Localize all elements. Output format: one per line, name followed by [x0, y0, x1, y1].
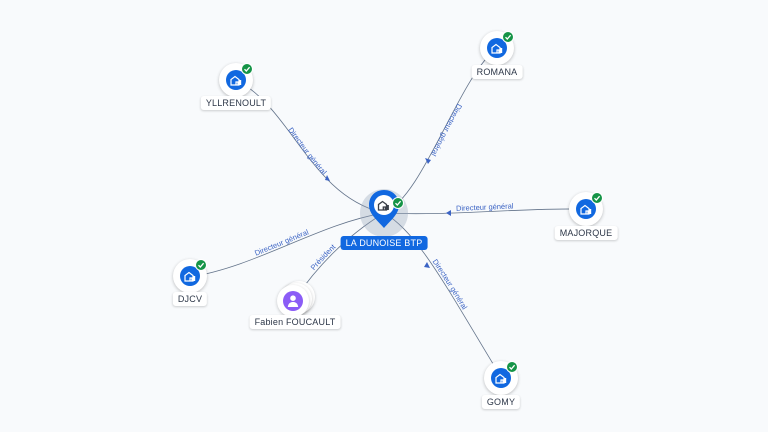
company-node-yllrenoult[interactable]: [214, 58, 258, 102]
verified-check-icon: [502, 31, 514, 43]
company-node-djcv[interactable]: [168, 254, 212, 298]
arrow-icon: [325, 175, 330, 181]
arrow-icon: [425, 158, 431, 164]
building-icon: [226, 70, 246, 90]
edge-label-majorque: Directeur général: [456, 201, 514, 212]
building-icon: [377, 200, 389, 211]
verified-check-icon: [591, 192, 603, 204]
building-icon: [576, 199, 596, 219]
company-label-majorque[interactable]: MAJORQUE: [554, 226, 618, 240]
company-node-majorque[interactable]: [564, 187, 608, 231]
company-node-romana[interactable]: [475, 26, 519, 70]
person-icon: [283, 291, 303, 311]
company-label-romana[interactable]: ROMANA: [471, 65, 523, 79]
arrow-icon: [446, 210, 451, 216]
company-label-djcv[interactable]: DJCV: [172, 292, 208, 306]
company-label-gomy[interactable]: GOMY: [481, 395, 521, 409]
arrow-icon: [424, 262, 430, 268]
edge-label-fabien-foucault: Président: [309, 242, 338, 272]
edge-label-gomy: Directeur général: [431, 257, 470, 311]
building-icon: [180, 266, 200, 286]
center-company-node[interactable]: [360, 189, 408, 237]
company-label-yllrenoult[interactable]: YLLRENOULT: [200, 96, 272, 110]
edge-label-yllrenoult: Directeur général: [286, 126, 328, 177]
center-company-label[interactable]: LA DUNOISE BTP: [340, 236, 428, 250]
person-node-fabien-foucault[interactable]: [273, 277, 317, 321]
person-label-fabien-foucault[interactable]: Fabien FOUCAULT: [249, 315, 341, 329]
verified-check-icon: [392, 197, 404, 209]
verified-check-icon: [195, 259, 207, 271]
company-node-gomy[interactable]: [479, 356, 523, 400]
edge-label-djcv: Directeur général: [253, 227, 310, 257]
verified-check-icon: [506, 361, 518, 373]
map-pin-icon: [364, 187, 404, 236]
edge-label-romana: Directeur général: [429, 102, 464, 158]
building-icon: [491, 368, 511, 388]
building-icon: [487, 38, 507, 58]
verified-check-icon: [241, 63, 253, 75]
node-ring: [277, 285, 309, 317]
